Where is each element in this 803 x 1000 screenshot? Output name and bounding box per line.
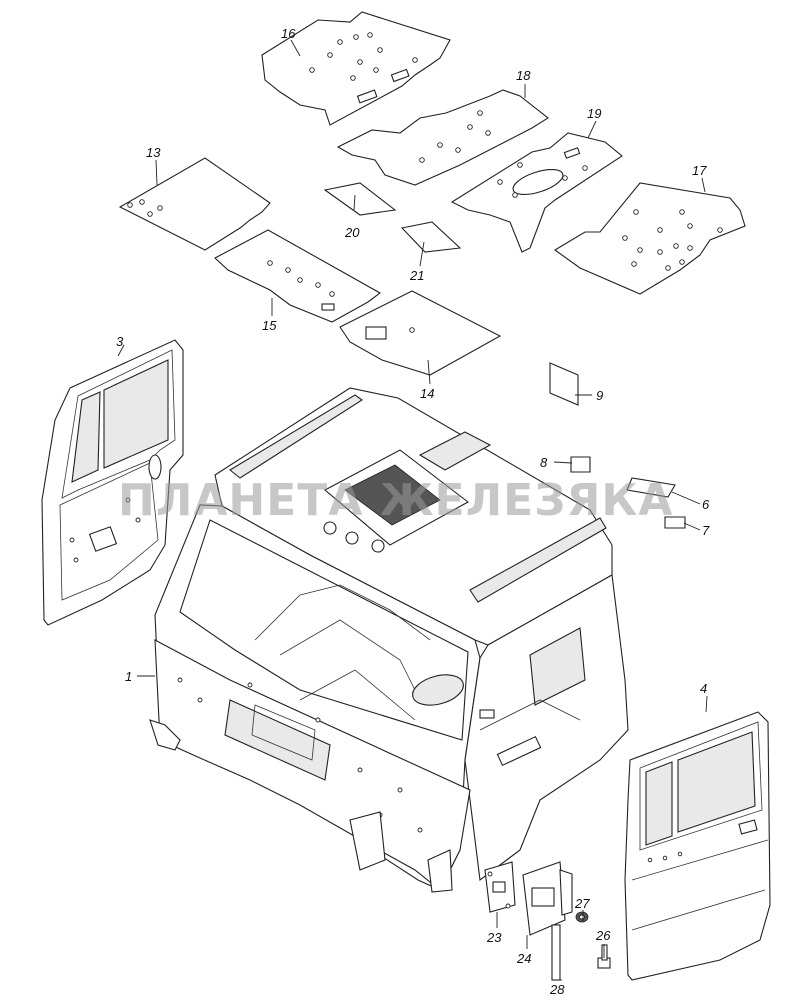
- callout-24: 24: [516, 951, 531, 966]
- watermark-text: ПЛАНЕТА ЖЕЛЕЗЯКА: [118, 475, 673, 526]
- callout-17: 17: [692, 163, 707, 178]
- leader-lines: [117, 39, 708, 981]
- floor-mat-16: [261, 11, 451, 126]
- floor-mat-14: [339, 290, 502, 376]
- callout-4: 4: [700, 681, 707, 696]
- callout-23: 23: [486, 930, 502, 945]
- callout-1: 1: [125, 669, 132, 684]
- callout-16: 16: [281, 26, 296, 41]
- callout-28: 28: [549, 982, 565, 997]
- callout-6: 6: [702, 497, 710, 512]
- hinge-24: [522, 861, 573, 936]
- pad-8: [570, 456, 591, 473]
- callout-26: 26: [595, 928, 611, 943]
- callout-19: 19: [587, 106, 601, 121]
- callout-3: 3: [116, 334, 124, 349]
- floor-mat-13: [118, 157, 271, 251]
- hinge-plate-23: [484, 861, 516, 913]
- hinge-pin-28: [551, 924, 561, 981]
- callout-27: 27: [574, 896, 590, 911]
- callout-7: 7: [702, 523, 710, 538]
- callout-14: 14: [420, 386, 434, 401]
- callout-8: 8: [540, 455, 548, 470]
- right-door-4: [624, 711, 771, 981]
- floor-mat-18: [336, 89, 549, 186]
- floor-mat-15: [214, 229, 382, 323]
- callout-20: 20: [344, 225, 360, 240]
- pad-20: [323, 182, 397, 216]
- pad-9: [549, 362, 579, 406]
- callout-18: 18: [516, 68, 531, 83]
- pad-6: [626, 477, 676, 498]
- pad-7: [664, 516, 686, 529]
- callout-13: 13: [146, 145, 161, 160]
- callout-9: 9: [596, 388, 603, 403]
- pad-21: [400, 221, 462, 253]
- cab-body-1: [149, 387, 629, 893]
- callout-21: 21: [409, 268, 424, 283]
- floor-mat-19: [450, 132, 623, 253]
- callout-15: 15: [262, 318, 277, 333]
- nut-27: [575, 911, 589, 923]
- floor-mat-17: [554, 182, 746, 295]
- left-door-3: [41, 339, 184, 626]
